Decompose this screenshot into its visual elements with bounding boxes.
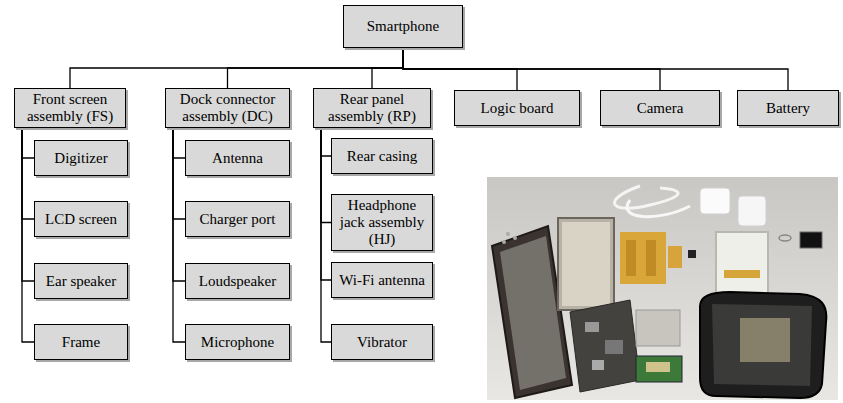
box-label: Headphone jack assembly (HJ) xyxy=(336,197,428,248)
root-box: Smartphone xyxy=(343,5,463,48)
box-label: Front screen assembly (FS) xyxy=(19,91,121,125)
tree-connector xyxy=(403,48,788,90)
component-box: Headphone jack assembly (HJ) xyxy=(331,194,433,251)
component-box: Digitizer xyxy=(34,140,128,176)
box-label: Loudspeaker xyxy=(199,273,276,290)
component-box: Front screen assembly (FS) xyxy=(14,88,126,128)
component-box: Microphone xyxy=(185,324,290,360)
box-label: Wi-Fi antenna xyxy=(339,272,425,289)
component-box: Loudspeaker xyxy=(185,263,290,299)
component-box: Rear casing xyxy=(331,138,433,174)
tree-connector xyxy=(321,128,331,156)
tree-connector xyxy=(22,128,34,219)
box-label: Battery xyxy=(766,100,810,117)
component-box: Vibrator xyxy=(331,324,433,360)
component-box: Frame xyxy=(34,324,128,360)
component-box: Antenna xyxy=(185,140,290,176)
component-box: LCD screen xyxy=(34,201,128,237)
box-label: Antenna xyxy=(212,150,263,167)
component-box: Dock connector assembly (DC) xyxy=(165,88,290,128)
box-label: Logic board xyxy=(481,100,554,117)
box-label: Rear casing xyxy=(347,148,417,165)
box-label: Charger port xyxy=(200,211,276,228)
tree-connector xyxy=(173,128,185,219)
box-label: Rear panel assembly (RP) xyxy=(318,91,426,125)
component-box: Camera xyxy=(600,90,720,126)
box-label: Frame xyxy=(62,334,100,351)
tree-connector xyxy=(372,48,403,88)
component-box: Wi-Fi antenna xyxy=(331,262,433,298)
tree-connector xyxy=(321,128,331,342)
tree-connector xyxy=(173,128,185,158)
tree-connector xyxy=(228,48,404,88)
tree-connector xyxy=(22,128,34,281)
box-label: Vibrator xyxy=(357,334,407,351)
component-box: Ear speaker xyxy=(34,263,128,299)
box-label: Ear speaker xyxy=(46,273,116,290)
box-label: LCD screen xyxy=(45,211,117,228)
box-label: Digitizer xyxy=(54,150,107,167)
tree-connector xyxy=(70,48,403,88)
tree-connector xyxy=(22,128,34,342)
component-box: Charger port xyxy=(185,201,290,237)
tree-connector xyxy=(173,128,185,342)
tree-connector xyxy=(22,128,34,158)
component-box: Battery xyxy=(737,90,839,126)
component-box: Logic board xyxy=(454,90,580,126)
tree-connector xyxy=(173,128,185,281)
box-label: Dock connector assembly (DC) xyxy=(170,91,285,125)
tree-connector xyxy=(321,128,331,280)
component-box: Rear panel assembly (RP) xyxy=(313,88,431,128)
box-label: Microphone xyxy=(201,334,274,351)
tree-connector xyxy=(321,128,331,223)
box-label: Smartphone xyxy=(367,18,440,35)
box-label: Camera xyxy=(637,100,684,117)
